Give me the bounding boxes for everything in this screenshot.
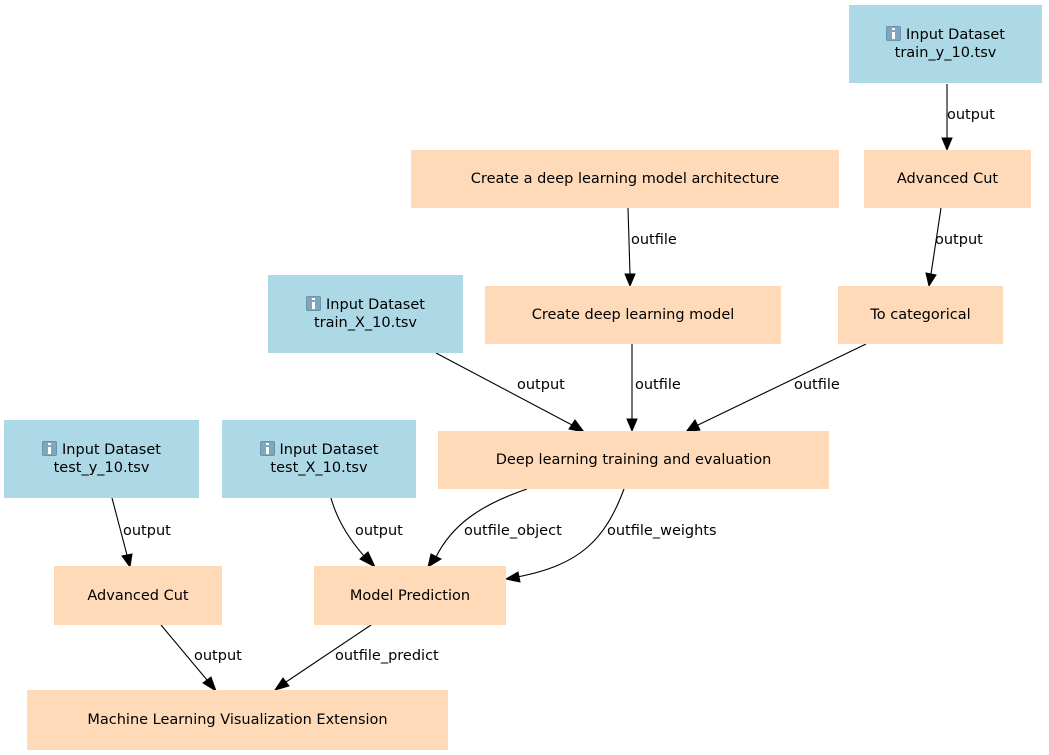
edge-dl-to-model-prediction-weights xyxy=(516,488,625,578)
node-to-categorical[interactable]: To categorical xyxy=(838,286,1003,344)
arrowhead xyxy=(568,419,586,433)
edge-advanced-cut-to-categorical xyxy=(930,207,942,275)
node-title: Input Dataset xyxy=(326,297,425,313)
edge-label: outfile xyxy=(631,232,677,248)
node-label: Machine Learning Visualization Extension xyxy=(87,712,388,728)
arrowhead xyxy=(427,553,443,569)
arrowhead xyxy=(273,677,290,691)
node-dl-training-evaluation[interactable]: Deep learning training and evaluation xyxy=(438,431,829,489)
edge-advanced-cut-to-ml-vis xyxy=(160,624,208,681)
edge-label: output xyxy=(947,107,995,123)
edge-label: outfile xyxy=(635,377,681,393)
arrowhead xyxy=(624,273,636,288)
edge-train-x-to-dl-training xyxy=(435,352,573,426)
node-subtitle: train_y_10.tsv xyxy=(894,45,997,61)
node-model-prediction[interactable]: Model Prediction xyxy=(314,566,506,625)
info-icon xyxy=(259,441,275,456)
arrowhead xyxy=(925,272,937,288)
node-label: Model Prediction xyxy=(349,587,471,604)
edge-label: output xyxy=(355,523,403,539)
node-input-test-x[interactable]: Input Dataset test_X_10.tsv xyxy=(222,420,416,498)
node-label: Advanced Cut xyxy=(87,587,189,604)
arrowhead xyxy=(121,553,133,569)
info-icon xyxy=(886,26,902,41)
arrowhead xyxy=(504,571,521,583)
arrowhead xyxy=(359,551,377,569)
node-label: Deep learning training and evaluation xyxy=(495,452,772,468)
edge-label: outfile xyxy=(794,377,840,393)
arrowhead xyxy=(202,676,217,693)
edge-label: output xyxy=(517,377,565,393)
node-create-arch[interactable]: Create a deep learning model architectur… xyxy=(411,150,839,208)
edge-label: outfile_object xyxy=(464,523,562,539)
arrowhead xyxy=(626,418,638,433)
node-title: Input Dataset xyxy=(279,442,379,458)
edge-dl-to-model-prediction-object xyxy=(435,488,528,558)
edge-label: output xyxy=(123,523,171,539)
edge-test-y-to-advanced-cut xyxy=(111,497,128,556)
node-label: Create deep learning model xyxy=(531,307,735,323)
edge-model-prediction-to-ml-vis xyxy=(285,624,372,683)
node-title: Input Dataset xyxy=(906,27,1005,43)
edge-label: outfile_predict xyxy=(335,648,439,664)
edge-label: outfile_weights xyxy=(607,523,717,539)
info-icon xyxy=(306,296,322,311)
node-subtitle: test_X_10.tsv xyxy=(270,460,368,476)
arrowhead xyxy=(941,137,953,152)
node-input-train-y[interactable]: Input Dataset train_y_10.tsv xyxy=(849,5,1042,83)
node-advanced-cut-train[interactable]: Advanced Cut xyxy=(864,150,1031,208)
node-label: To categorical xyxy=(870,307,971,323)
info-icon xyxy=(42,441,58,456)
node-advanced-cut-test[interactable]: Advanced Cut xyxy=(54,566,222,625)
node-title: Input Dataset xyxy=(62,442,161,458)
edge-label: output xyxy=(194,648,242,664)
node-subtitle: train_X_10.tsv xyxy=(313,315,418,331)
edge-label: output xyxy=(935,232,983,248)
node-subtitle: test_y_10.tsv xyxy=(53,460,150,476)
edge-to-categorical-to-dl-training xyxy=(697,343,867,426)
node-input-test-y[interactable]: Input Dataset test_y_10.tsv xyxy=(4,420,199,498)
node-ml-visualization[interactable]: Machine Learning Visualization Extension xyxy=(27,690,448,750)
edge-test-x-to-model-prediction xyxy=(330,497,365,557)
node-input-train-x[interactable]: Input Dataset train_X_10.tsv xyxy=(268,275,463,353)
edge-create-arch-to-create-model xyxy=(627,207,631,275)
node-label: Create a deep learning model architectur… xyxy=(470,171,780,187)
node-label: Advanced Cut xyxy=(896,171,999,187)
node-create-model[interactable]: Create deep learning model xyxy=(485,286,781,344)
